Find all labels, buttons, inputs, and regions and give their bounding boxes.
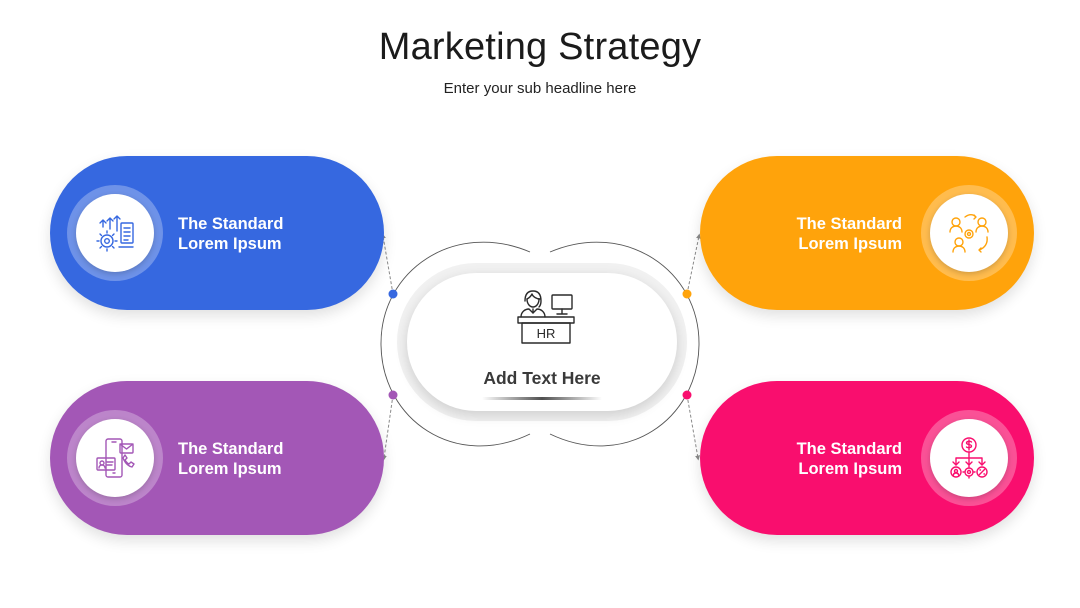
card-label: The Standard Lorem Ipsum (796, 215, 902, 253)
icon-ring (921, 410, 1017, 506)
dot-pink (682, 390, 692, 400)
center-hub[interactable]: HR Add Text Here (397, 263, 687, 421)
connector-top-left (380, 233, 394, 295)
hub-ring-right (549, 241, 700, 447)
connector-bottom-right (686, 394, 701, 461)
card-label: The Standard Lorem Ipsum (178, 215, 284, 253)
icon-disc (930, 194, 1008, 272)
mobile-contact-icon (96, 438, 135, 478)
icon-ring (67, 410, 163, 506)
center-hub-label: Add Text Here (483, 368, 601, 388)
card-label: The Standard Lorem Ipsum (178, 440, 284, 478)
dot-orange (682, 289, 692, 299)
people-exchange-icon (949, 214, 989, 253)
hub-ring-left (380, 241, 531, 447)
dot-purple (388, 390, 398, 400)
money-distribution-icon (950, 437, 988, 479)
icon-ring (67, 185, 163, 281)
icon-disc (76, 419, 154, 497)
connector-bottom-left (381, 394, 394, 461)
icon-ring (921, 185, 1017, 281)
gear-growth-document-icon (96, 215, 134, 252)
icon-disc (930, 419, 1008, 497)
center-hub-underline (482, 397, 602, 400)
page-title: Marketing Strategy (378, 26, 702, 68)
card-top-right[interactable]: The Standard Lorem Ipsum (700, 156, 1034, 310)
card-label: The Standard Lorem Ipsum (796, 440, 902, 478)
hr-desk-icon: HR (517, 290, 575, 344)
page-subtitle: Enter your sub headline here (443, 80, 637, 97)
card-top-left[interactable]: The Standard Lorem Ipsum (50, 156, 384, 310)
center-hub-inner: HR Add Text Here (407, 273, 677, 411)
card-bottom-right[interactable]: The Standard Lorem Ipsum (700, 381, 1034, 535)
icon-disc (76, 194, 154, 272)
hr-desk-label: HR (537, 326, 556, 341)
connector-top-right (686, 233, 701, 295)
card-bottom-left[interactable]: The Standard Lorem Ipsum (50, 381, 384, 535)
dot-blue (388, 289, 398, 299)
